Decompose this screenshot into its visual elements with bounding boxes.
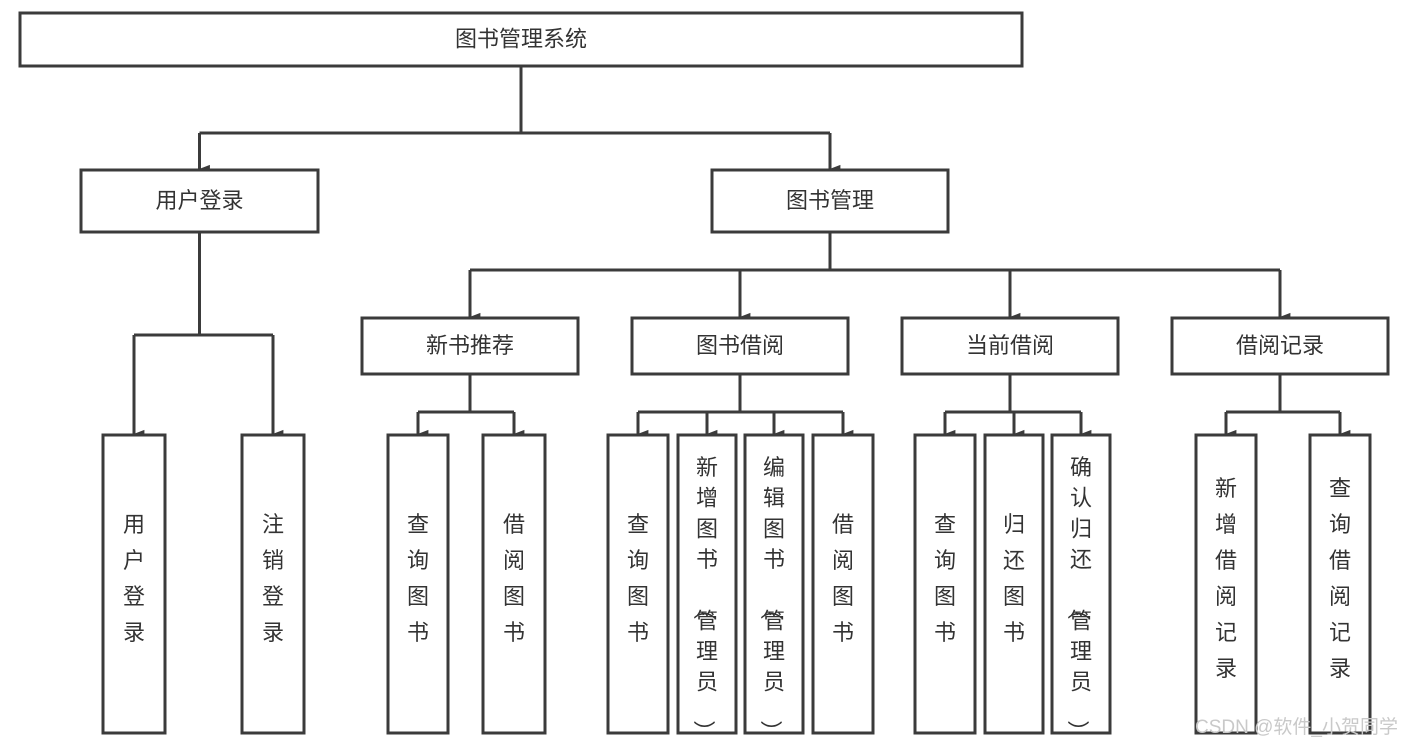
node-box-leaf_8 (811, 433, 875, 735)
node-leaf_12[interactable]: 新增借阅记录 (1194, 433, 1258, 735)
node-box-l3_4 (1170, 316, 1390, 376)
node-leaf_7[interactable]: 编辑图书（管理员） (743, 433, 805, 742)
node-box-l3_1 (360, 316, 580, 376)
node-box-leaf_3 (386, 433, 450, 735)
node-leaf_4[interactable]: 借阅图书 (481, 433, 547, 735)
node-box-l3_2 (630, 316, 850, 376)
node-label-leaf_13: 查询借阅记录 (1329, 476, 1351, 681)
node-label-l3_1: 新书推荐 (426, 333, 514, 358)
node-box-l3_3 (900, 316, 1120, 376)
node-label-l3_3: 当前借阅 (966, 333, 1054, 358)
node-box-root (18, 11, 1024, 68)
node-root[interactable]: 图书管理系统 (18, 11, 1024, 68)
node-l2_1[interactable]: 用户登录 (79, 168, 320, 234)
node-leaf_8[interactable]: 借阅图书 (811, 433, 875, 735)
node-box-l2_2 (710, 168, 950, 234)
node-box-leaf_4 (481, 433, 547, 735)
node-box-l2_1 (79, 168, 320, 234)
node-label-l3_2: 图书借阅 (696, 333, 784, 358)
node-label-leaf_2: 注销登录 (262, 512, 284, 645)
node-box-leaf_7 (743, 433, 805, 735)
node-box-leaf_6 (676, 433, 738, 735)
node-l3_1[interactable]: 新书推荐 (360, 316, 580, 376)
node-layer: 图书管理系统用户登录图书管理新书推荐图书借阅当前借阅借阅记录用户登录注销登录查询… (18, 11, 1390, 742)
node-label-leaf_7: 编辑图书（管理员） (758, 455, 785, 742)
node-label-l2_2: 图书管理 (786, 188, 874, 213)
node-label-leaf_1: 用户登录 (123, 512, 145, 645)
node-label-leaf_11: 确认归还（管理员） (1065, 455, 1092, 742)
node-leaf_6[interactable]: 新增图书（管理员） (676, 433, 738, 742)
node-box-leaf_12 (1194, 433, 1258, 735)
node-label-leaf_4: 借阅图书 (503, 512, 525, 645)
node-label-leaf_9: 查询图书 (934, 512, 956, 645)
node-label-root: 图书管理系统 (455, 26, 587, 51)
node-label-leaf_12: 新增借阅记录 (1215, 476, 1237, 681)
node-leaf_10[interactable]: 归还图书 (983, 433, 1045, 735)
node-leaf_13[interactable]: 查询借阅记录 (1308, 433, 1372, 735)
node-label-l3_4: 借阅记录 (1236, 333, 1324, 358)
node-leaf_11[interactable]: 确认归还（管理员） (1050, 433, 1112, 742)
node-box-leaf_13 (1308, 433, 1372, 735)
node-label-leaf_5: 查询图书 (627, 512, 649, 645)
node-l3_4[interactable]: 借阅记录 (1170, 316, 1390, 376)
node-box-leaf_1 (101, 433, 167, 735)
node-leaf_1[interactable]: 用户登录 (101, 433, 167, 735)
node-l3_3[interactable]: 当前借阅 (900, 316, 1120, 376)
node-leaf_9[interactable]: 查询图书 (913, 433, 977, 735)
node-label-l2_1: 用户登录 (155, 188, 243, 213)
node-l2_2[interactable]: 图书管理 (710, 168, 950, 234)
node-box-leaf_9 (913, 433, 977, 735)
node-l3_2[interactable]: 图书借阅 (630, 316, 850, 376)
node-box-leaf_11 (1050, 433, 1112, 735)
node-box-leaf_5 (606, 433, 670, 735)
node-box-leaf_10 (983, 433, 1045, 735)
node-label-leaf_3: 查询图书 (407, 512, 429, 645)
node-label-leaf_8: 借阅图书 (832, 512, 854, 645)
node-box-leaf_2 (240, 433, 306, 735)
csdn-watermark: CSDN @软件_小贺同学 (1195, 716, 1398, 738)
node-label-leaf_6: 新增图书（管理员） (691, 455, 718, 742)
node-leaf_5[interactable]: 查询图书 (606, 433, 670, 735)
edge-layer (132, 66, 1351, 439)
node-label-leaf_10: 归还图书 (1003, 512, 1025, 645)
node-leaf_3[interactable]: 查询图书 (386, 433, 450, 735)
node-leaf_2[interactable]: 注销登录 (240, 433, 306, 735)
